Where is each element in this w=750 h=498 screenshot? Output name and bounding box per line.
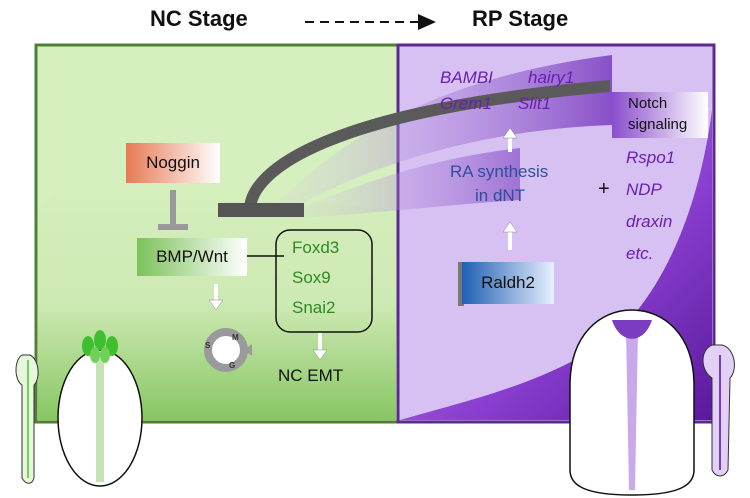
factor-inhibit-bar [458,262,464,306]
nc-cells [82,330,118,363]
noggin-box: Noggin [126,143,220,183]
cell-cycle-arrow [244,344,252,356]
ra-up-head [502,127,518,139]
signal-fan-lower [288,148,520,218]
ra-synthesis-line2: in dNT [475,186,526,205]
noggin-label: Noggin [146,153,200,172]
raldh2-label: Raldh2 [481,273,535,292]
rp-whole-embryo [702,344,735,477]
factor-draxin: draxin [626,212,673,231]
target-slit1: Slit1 [518,94,552,113]
inhibition-curve [244,80,611,211]
factor-sox9: Sox9 [292,268,331,287]
stage-arrowhead [418,14,436,30]
plus-sign: + [598,178,610,200]
bmp-wnt-label: BMP/Wnt [156,247,228,266]
notch-line1: Notch [628,95,668,112]
factor-ndp: NDP [626,180,662,199]
nc-neural-tube [96,352,104,482]
cycle-letter-m: M [232,333,239,342]
factor-rspo1: Rspo1 [626,148,676,167]
noggin-inhibit-bar [158,224,188,230]
factor-foxd3: Foxd3 [292,238,340,257]
nc-emt-label: NC EMT [278,366,344,385]
emt-head [312,349,328,361]
rp-stage-title: RP Stage [472,6,569,31]
cycle-letter-s: S [205,341,211,350]
notch-line2: signaling [628,116,688,133]
rp-neural-tube [626,330,638,490]
bmp-down-head [208,299,224,311]
cycle-letter-g: G [229,361,236,370]
target-hairy1: hairy1 [528,68,575,87]
raldh2-box: Raldh2 [462,262,554,304]
nc-stage-title: NC Stage [150,6,248,31]
factor-etc: etc. [626,244,654,263]
target-bambi: BAMBI [440,68,493,87]
bmp-wnt-box: BMP/Wnt [137,238,247,276]
rp-roof-plate [612,320,652,339]
raldh-up-head [502,221,518,233]
ra-synthesis-line1: RA synthesis [450,162,549,181]
inhibition-bar [218,203,304,217]
factor-snai2: Snai2 [292,298,336,317]
notch-box: Notch signaling [612,92,708,138]
target-grem1: Grem1 [440,94,492,113]
